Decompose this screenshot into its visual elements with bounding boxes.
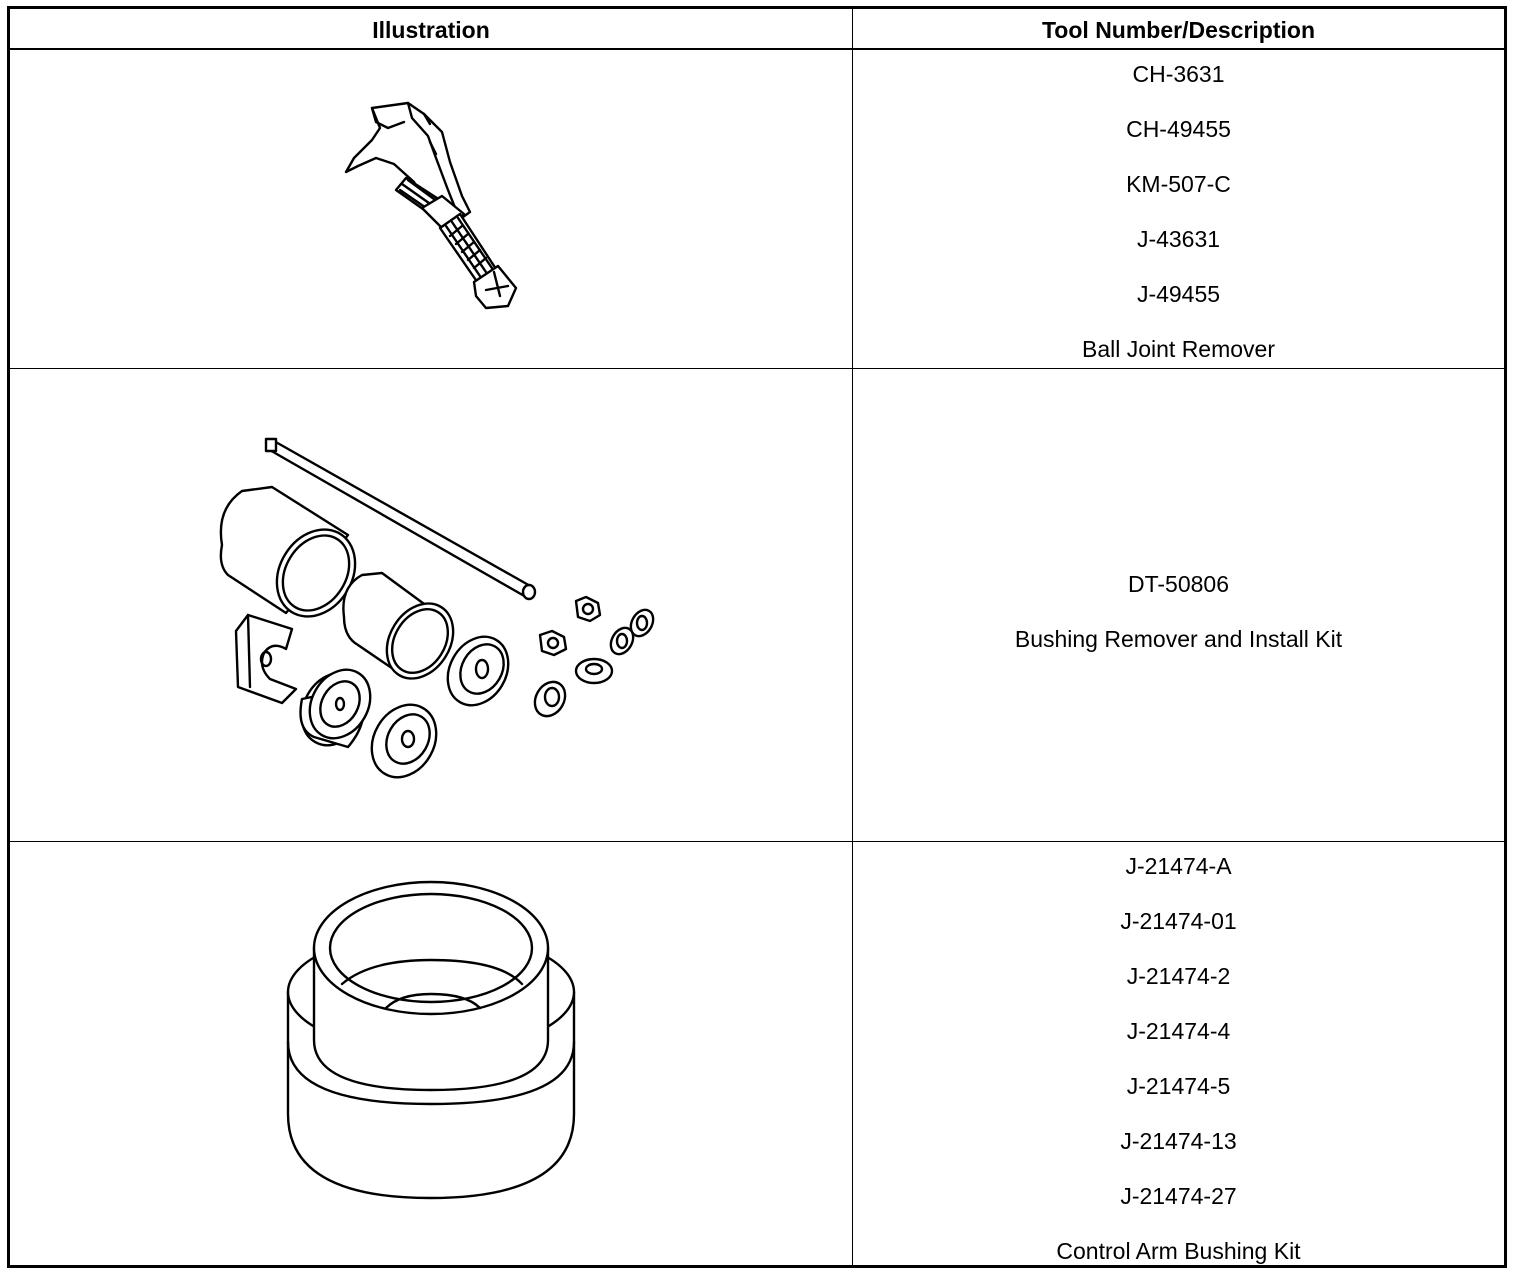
illustration-cell xyxy=(10,842,852,1265)
tool-number: J-21474-2 xyxy=(1126,963,1231,989)
description-cell: DT-50806 Bushing Remover and Install Kit xyxy=(853,369,1504,841)
tool-number: J-21474-A xyxy=(1125,853,1232,879)
tool-number: J-21474-27 xyxy=(1120,1183,1237,1209)
illustration-cell xyxy=(10,50,852,368)
description-cell: J-21474-A J-21474-01 J-21474-2 J-21474-4… xyxy=(853,842,1504,1265)
ball-joint-remover-illustration xyxy=(344,101,518,310)
tool-number: J-21474-13 xyxy=(1120,1128,1237,1154)
tool-description: Control Arm Bushing Kit xyxy=(1056,1238,1301,1264)
tool-number: J-21474-5 xyxy=(1126,1073,1231,1099)
control-arm-bushing-receiver-illustration xyxy=(286,880,576,1200)
bushing-kit-illustration xyxy=(219,437,655,779)
table-row: DT-50806 Bushing Remover and Install Kit xyxy=(10,369,1504,842)
tool-number: DT-50806 xyxy=(1127,571,1229,597)
header-tool-description: Tool Number/Description xyxy=(1041,17,1316,43)
tool-table: Illustration Tool Number/Description xyxy=(7,6,1507,1268)
tool-number: CH-3631 xyxy=(1132,61,1225,87)
tool-number: J-49455 xyxy=(1136,281,1221,307)
illustration-cell xyxy=(10,369,852,841)
tool-number: KM-507-C xyxy=(1126,171,1231,197)
tool-description: Bushing Remover and Install Kit xyxy=(1014,626,1343,652)
table-row: J-21474-A J-21474-01 J-21474-2 J-21474-4… xyxy=(10,842,1504,1265)
table-header: Illustration Tool Number/Description xyxy=(10,9,1504,50)
tool-number: J-21474-01 xyxy=(1120,908,1237,934)
tool-number: CH-49455 xyxy=(1126,116,1231,142)
header-illustration: Illustration xyxy=(372,17,490,43)
tool-description: Ball Joint Remover xyxy=(1081,336,1276,362)
table-row: CH-3631 CH-49455 KM-507-C J-43631 J-4945… xyxy=(10,50,1504,369)
tool-number: J-21474-4 xyxy=(1126,1018,1231,1044)
description-cell: CH-3631 CH-49455 KM-507-C J-43631 J-4945… xyxy=(853,50,1504,368)
column-divider xyxy=(852,9,853,1265)
tool-number: J-43631 xyxy=(1136,226,1221,252)
